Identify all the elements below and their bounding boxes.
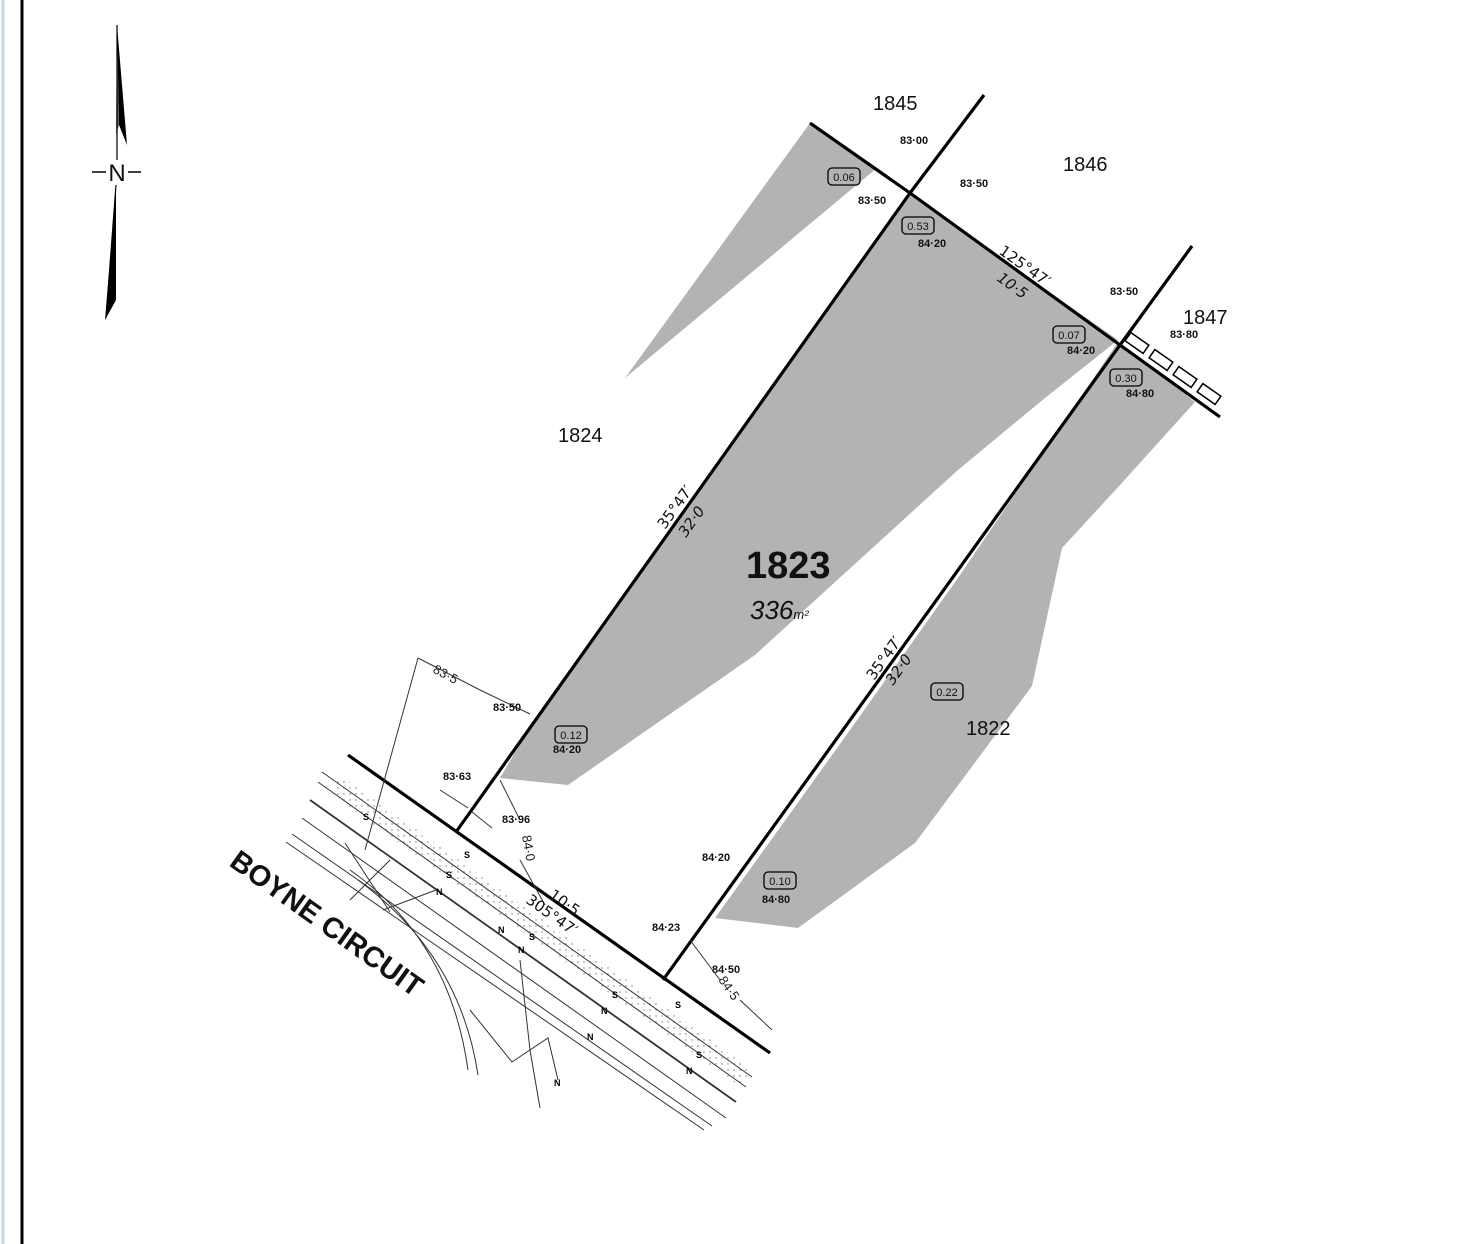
svg-text:N: N — [498, 925, 505, 935]
lot-label-1847: 1847 — [1183, 307, 1228, 329]
spot-level: 84·20 — [702, 852, 730, 864]
spot-level: 84·80 — [1126, 388, 1154, 400]
svg-text:N: N — [554, 1078, 561, 1088]
boundary-1845-1846 — [908, 94, 986, 194]
svg-text:0.07: 0.07 — [1058, 330, 1079, 342]
lot-boundaries — [347, 94, 1221, 1055]
rear-boundary — [909, 191, 1121, 347]
svg-text:N: N — [686, 1066, 693, 1076]
spot-level: 83·00 — [900, 135, 928, 147]
compass-letter: N — [108, 160, 125, 187]
lot-label-1822: 1822 — [966, 718, 1011, 740]
fill-areas — [500, 123, 1195, 928]
svg-text:0.12: 0.12 — [560, 730, 581, 742]
svg-text:S: S — [529, 932, 535, 942]
subject-lot-number: 1823 — [746, 545, 831, 587]
lot-label-1824: 1824 — [558, 425, 603, 447]
west-side-boundary — [454, 192, 912, 833]
fill-area-1823 — [500, 195, 1118, 785]
svg-text:S: S — [696, 1050, 702, 1060]
rear-boundary-1845 — [809, 121, 911, 195]
svg-text:S: S — [464, 850, 470, 860]
fill-depth-badge: 0.12 — [554, 725, 588, 744]
east-side-boundary — [661, 344, 1122, 981]
svg-text:0.53: 0.53 — [907, 221, 928, 233]
svg-text:0.30: 0.30 — [1115, 373, 1136, 385]
spot-level: 83·50 — [1110, 286, 1138, 298]
fill-depth-badge: 0.22 — [930, 682, 964, 701]
svg-text:S: S — [612, 990, 618, 1000]
fill-area-1822 — [715, 342, 1195, 928]
svg-text:N: N — [601, 1006, 608, 1016]
spot-level: 84·20 — [1067, 345, 1095, 357]
svg-text:S: S — [446, 870, 452, 880]
contour-label-83-5: 83·5 — [431, 661, 461, 686]
subject-lot-area: 336m² — [750, 595, 809, 625]
street-name: BOYNE CIRCUIT — [224, 845, 429, 1004]
road-verge — [285, 657, 773, 1131]
spot-level: 84·20 — [918, 238, 946, 250]
boundary-1846-1847 — [1118, 245, 1194, 346]
svg-text:0.22: 0.22 — [936, 687, 957, 699]
spot-level: 83·50 — [858, 195, 886, 207]
spot-level: 83·50 — [960, 178, 988, 190]
frontage-boundary — [347, 753, 771, 1055]
fill-depth-badge: 0.10 — [763, 871, 797, 890]
spot-level: 84·20 — [553, 744, 581, 756]
fence-markers — [1124, 331, 1222, 406]
spot-level: 83·50 — [493, 702, 521, 714]
spot-level: 84·80 — [762, 894, 790, 906]
fill-depth-badge: 0.07 — [1052, 325, 1086, 344]
rear-boundary-1847 — [1119, 343, 1221, 419]
spot-level: 84·23 — [652, 922, 680, 934]
svg-text:S: S — [675, 1000, 681, 1010]
svg-text:S: S — [363, 812, 369, 822]
svg-text:0.06: 0.06 — [833, 172, 854, 184]
spot-level: 84·50 — [712, 964, 740, 976]
fill-depth-badge: 0.53 — [901, 216, 935, 235]
spot-level: 83·80 — [1170, 329, 1198, 341]
spot-level: 83·63 — [443, 771, 471, 783]
lot-label-1845: 1845 — [873, 93, 918, 115]
contour-label-84-0: 84·0 — [519, 834, 538, 862]
svg-text:0.10: 0.10 — [769, 876, 790, 888]
north-arrow-icon: N — [92, 25, 141, 320]
lot-label-1846: 1846 — [1063, 154, 1108, 176]
contour-label-84-5: 84·5 — [716, 973, 743, 1003]
spot-levels: 83·00 83·50 83·50 84·20 83·50 84·20 83·8… — [443, 135, 1198, 976]
spot-level: 83·96 — [502, 814, 530, 826]
fill-depth-badge: 0.30 — [1109, 368, 1143, 387]
svg-text:N: N — [436, 887, 443, 897]
fill-depth-badges: 0.06 0.53 0.07 0.30 0.22 0.12 0.10 — [554, 167, 1143, 890]
fill-depth-badge: 0.06 — [827, 167, 861, 186]
service-markers: S S S S S S N N N N N N N S — [363, 812, 702, 1088]
fill-area-1824 — [625, 123, 877, 378]
svg-text:N: N — [587, 1032, 594, 1042]
area-unit: m² — [793, 607, 809, 622]
svg-text:N: N — [518, 945, 525, 955]
